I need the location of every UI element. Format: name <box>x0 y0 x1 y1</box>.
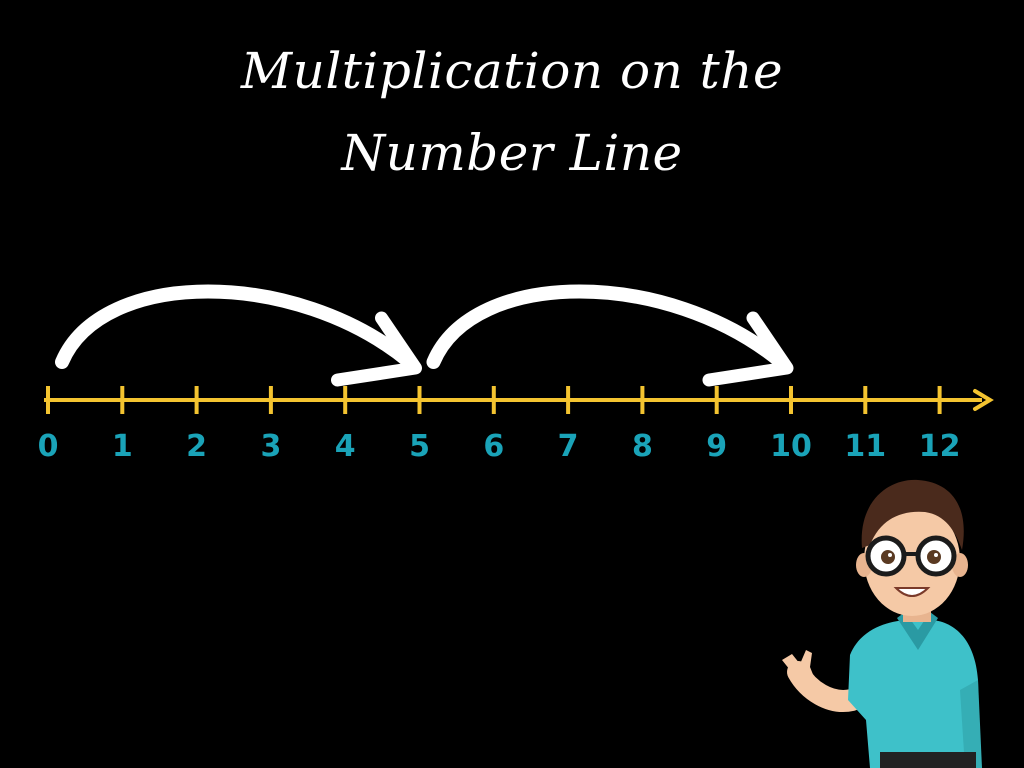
tick-label-4: 4 <box>335 429 356 464</box>
glasses-icon <box>865 535 957 577</box>
teacher-shirt <box>848 620 980 768</box>
tick-label-7: 7 <box>558 429 579 464</box>
page-title: Multiplication on the Number Line <box>0 30 1024 194</box>
tick-label-9: 9 <box>706 429 727 464</box>
jump-arc-1 <box>55 284 417 369</box>
teacher-shirt-sleeve <box>960 680 982 768</box>
jump-arrowhead-2 <box>702 311 794 387</box>
teacher-smile <box>893 587 931 597</box>
tick-label-12: 12 <box>919 429 961 464</box>
tick-label-11: 11 <box>844 429 886 464</box>
jump-arrows <box>55 284 794 387</box>
tick-label-10: 10 <box>770 429 812 464</box>
curved-jump-arrow-icon <box>55 284 422 387</box>
title-line-2: Number Line <box>341 124 683 182</box>
teacher-head <box>864 504 960 616</box>
teacher-pants <box>880 752 976 768</box>
number-line-arrowhead-icon <box>973 389 994 411</box>
tick-label-6: 6 <box>483 429 504 464</box>
tick-label-3: 3 <box>260 429 281 464</box>
tick-label-5: 5 <box>409 429 430 464</box>
curved-jump-arrow-icon <box>426 284 794 387</box>
tick-label-0: 0 <box>38 429 59 464</box>
number-line <box>44 389 994 411</box>
tick-label-1: 1 <box>112 429 133 464</box>
jump-arrowhead-1 <box>331 311 422 387</box>
number-line-ticks <box>46 386 942 414</box>
title-line-1: Multiplication on the <box>240 42 784 100</box>
tick-label-8: 8 <box>632 429 653 464</box>
teacher-hair <box>861 479 964 550</box>
jump-arc-2 <box>426 284 788 369</box>
teacher-character-icon <box>782 479 982 768</box>
tick-label-2: 2 <box>186 429 207 464</box>
teacher-hand <box>782 650 814 685</box>
